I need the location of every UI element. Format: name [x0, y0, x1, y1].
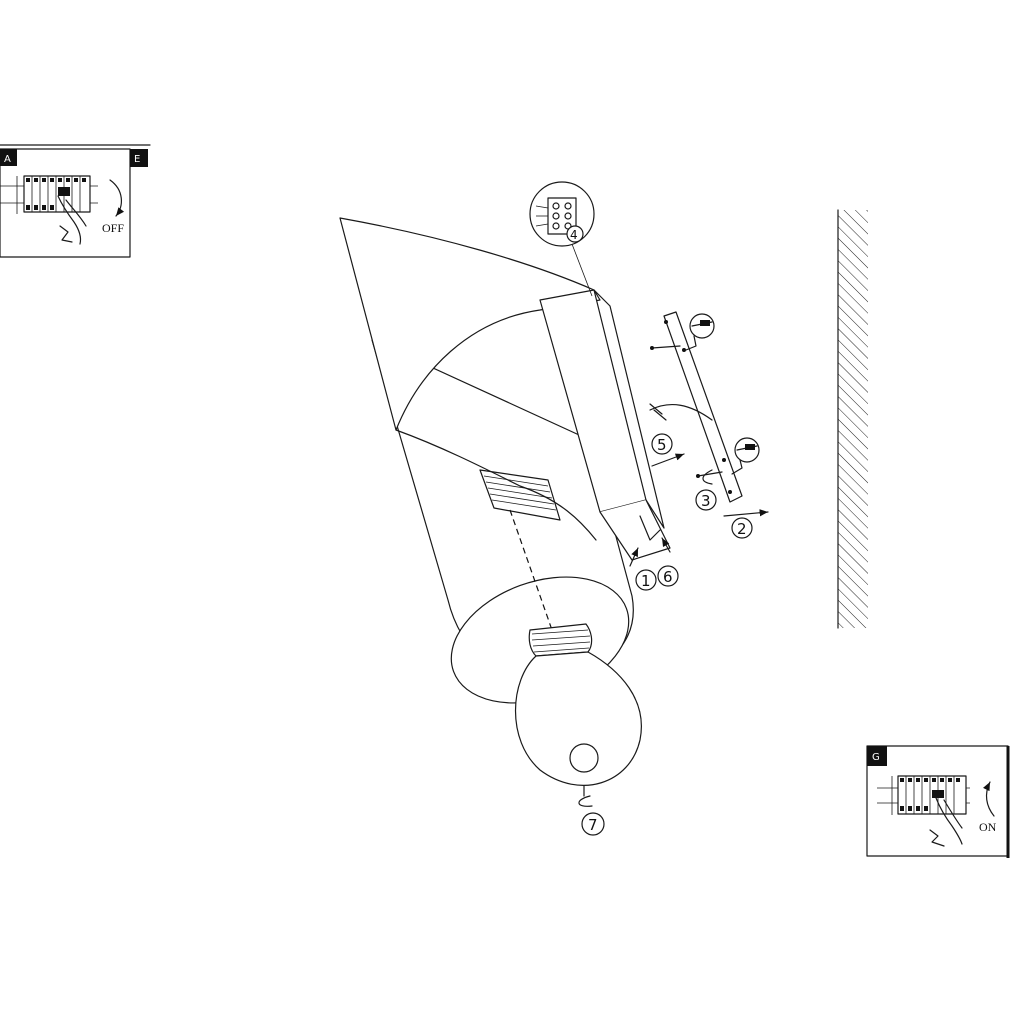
- rotate-arrow-icon: [702, 469, 713, 485]
- panel-tag-a-label: A: [4, 154, 11, 165]
- off-label: OFF: [102, 221, 124, 235]
- step-4-label: 4: [570, 228, 578, 242]
- step-1-marker: 1: [635, 569, 657, 591]
- rotate-up-arrow-icon: [983, 781, 995, 817]
- breaker-panel-on-icon: [877, 775, 970, 847]
- step-1-label: 1: [641, 572, 651, 590]
- breaker-panel-off-icon: [0, 175, 98, 245]
- step-6-marker: 6: [657, 565, 679, 587]
- screw-icon: [650, 345, 723, 478]
- screwdriver-icon: [685, 313, 715, 351]
- step-3-marker: 3: [695, 489, 717, 511]
- panel-tag-g: [867, 746, 887, 766]
- step-2-arrow: [723, 509, 769, 517]
- panel-tag-g-label: G: [872, 752, 880, 763]
- light-bulb-icon: [514, 623, 642, 786]
- wall-hatch-icon: [837, 209, 868, 629]
- step-7-label: 7: [588, 816, 598, 834]
- breaker-on-panel: G ON: [866, 745, 1010, 858]
- step-6-label: 6: [663, 568, 673, 586]
- rotate-arrow-icon: [578, 795, 593, 807]
- breaker-off-panel: A E OFF: [0, 144, 151, 258]
- screwdriver-icon: [731, 437, 760, 475]
- step-2-marker: 2: [731, 517, 753, 539]
- step-2-label: 2: [737, 520, 747, 538]
- panel-tag-e: [130, 149, 148, 167]
- step-3-label: 3: [701, 492, 711, 510]
- step-5-marker: 5: [651, 433, 673, 455]
- on-label: ON: [979, 820, 997, 834]
- rotate-arrow-icon: [109, 179, 125, 217]
- panel-tag-e-label: E: [134, 154, 140, 165]
- step-7-marker: 7: [581, 812, 605, 836]
- step-4-marker: 4: [566, 225, 584, 243]
- lamp-fixture: [339, 217, 671, 704]
- panel-tag-a: [0, 149, 17, 166]
- step-5-label: 5: [657, 436, 667, 454]
- step-5-arrow: [651, 453, 685, 467]
- mounting-bracket: [649, 311, 743, 503]
